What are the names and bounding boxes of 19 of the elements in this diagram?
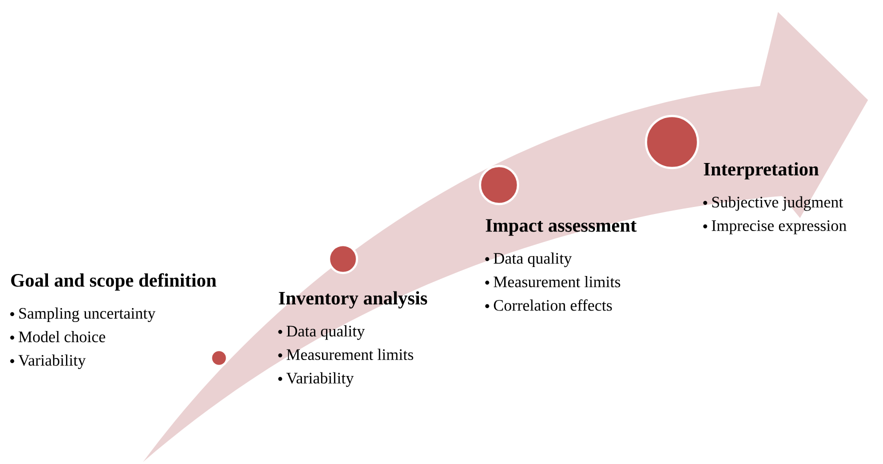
- bullet-item: Subjective judgment: [712, 196, 844, 211]
- stage-circle: [210, 348, 228, 368]
- bullet-item: Imprecise expression: [712, 220, 846, 234]
- stage-circle: [644, 114, 700, 170]
- bullet-item: Model choice: [18, 330, 106, 342]
- bullet-item: Variability: [286, 372, 354, 387]
- stage-heading: Interpretation: [704, 162, 819, 180]
- bullet-item: Measurement limits: [286, 348, 414, 360]
- bullet-item: Correlation effects: [494, 299, 612, 311]
- bullet-item: Data quality: [494, 252, 572, 268]
- stage-circle: [478, 164, 520, 206]
- bullet-item: Variability: [18, 354, 86, 370]
- stage-circle: [328, 244, 358, 274]
- bullet-item: Sampling uncertainty: [19, 307, 156, 322]
- stage-heading: Inventory analysis: [278, 291, 428, 308]
- stage-heading: Goal and scope definition: [11, 273, 216, 291]
- bullet-item: Measurement limits: [494, 276, 620, 288]
- stage-heading: Impact assessment: [486, 219, 637, 236]
- bullet-item: Data quality: [286, 325, 365, 340]
